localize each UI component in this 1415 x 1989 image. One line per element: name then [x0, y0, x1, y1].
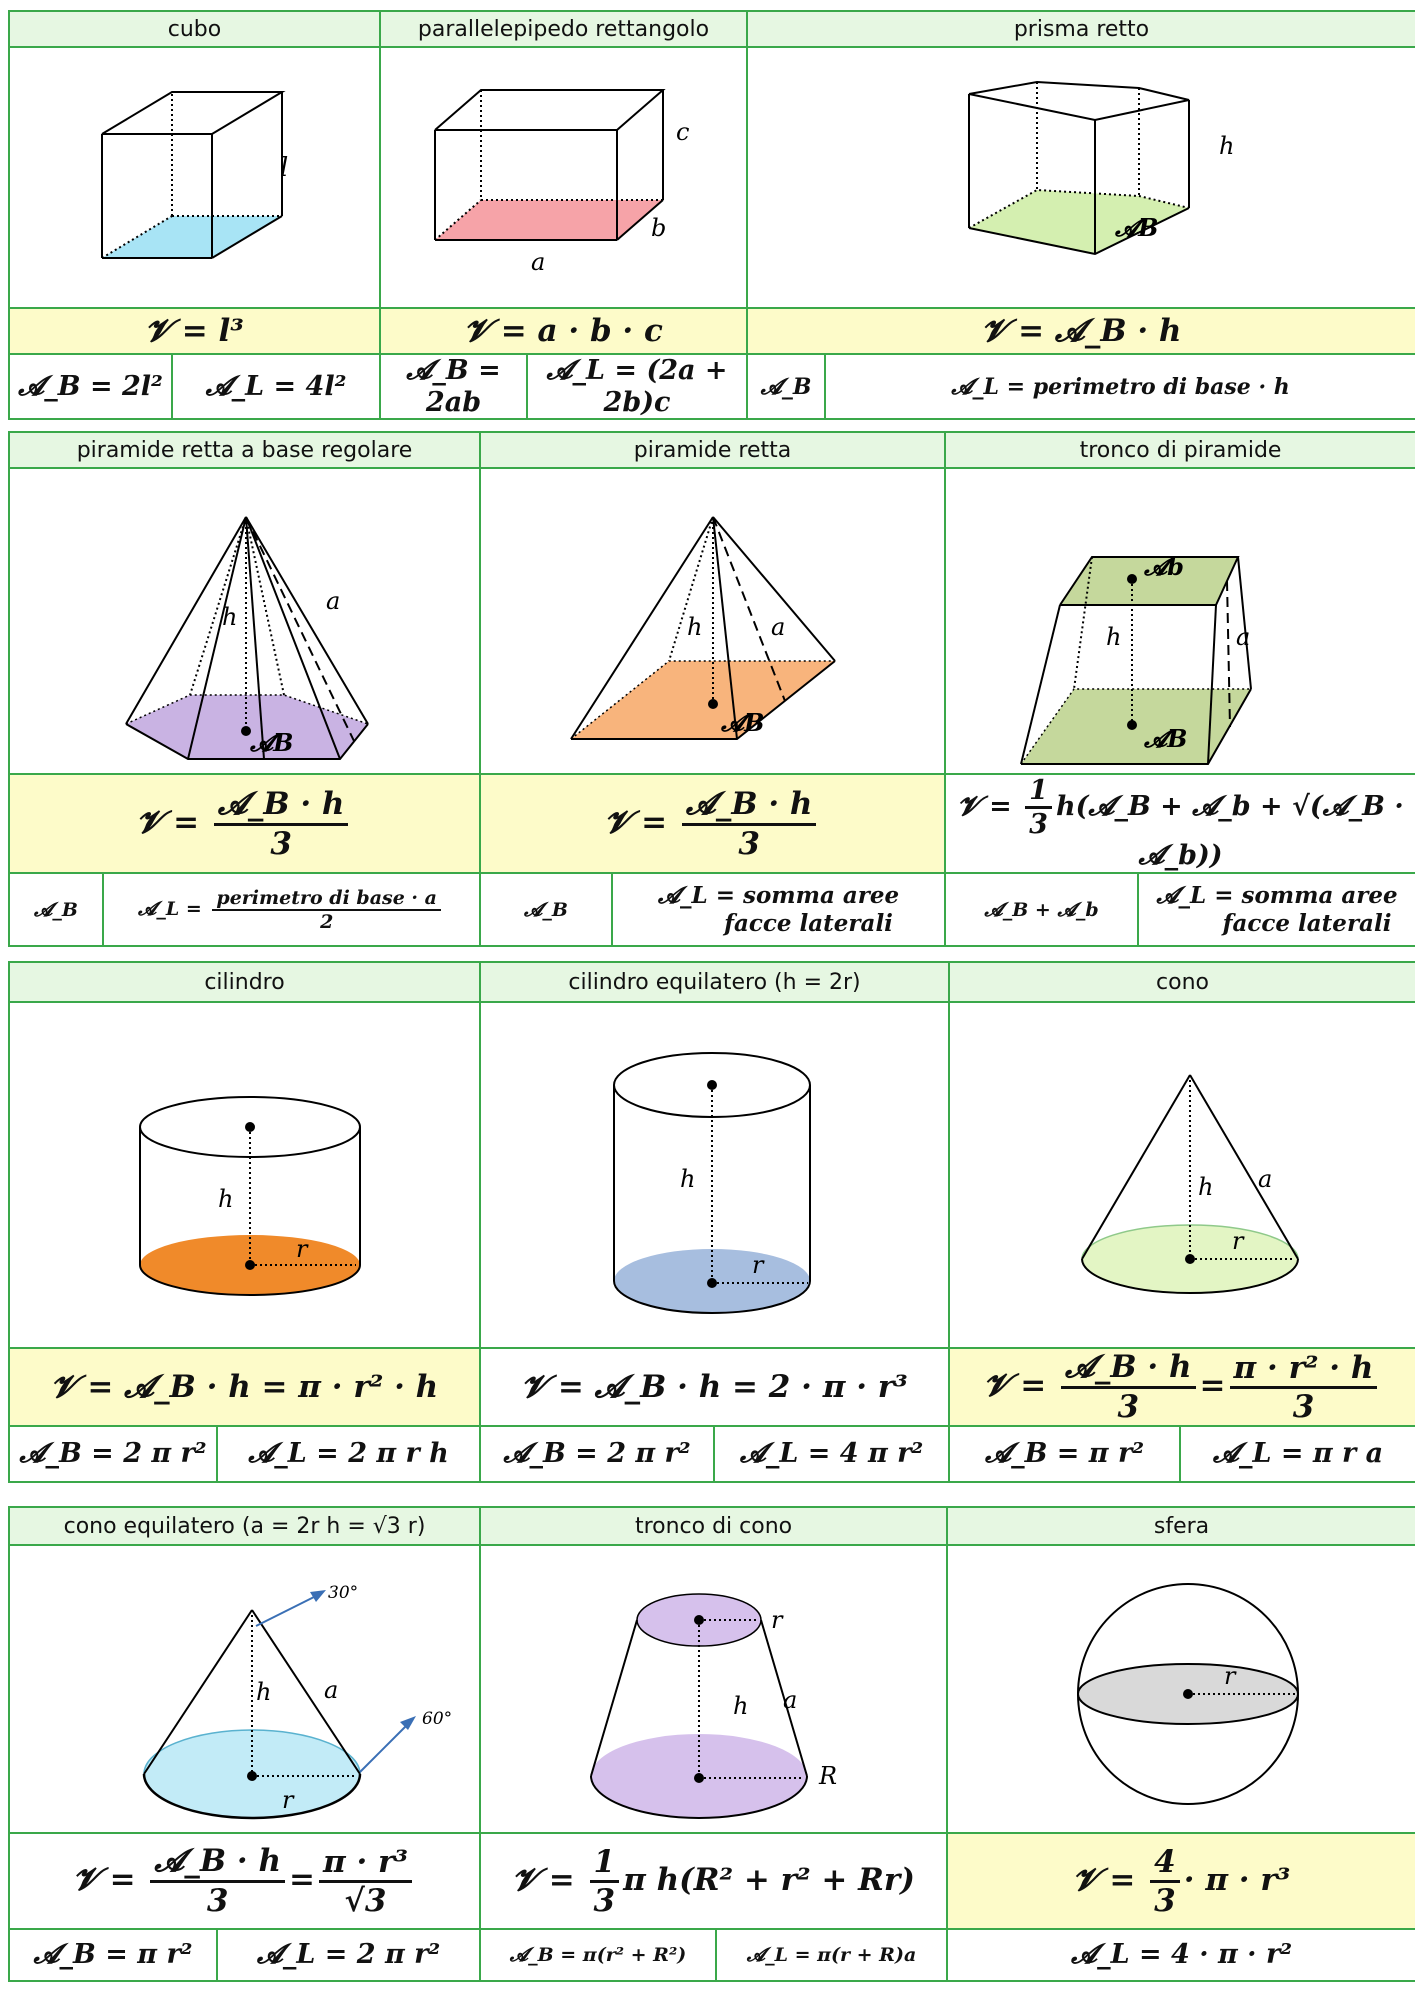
label-a: a: [1236, 623, 1250, 651]
figure-hex-pyramid: h a 𝓐B: [8, 467, 481, 775]
area-base-cylinder: 𝓐_B = 2 π r²: [8, 1425, 218, 1483]
label-60deg: 60°: [422, 1709, 452, 1729]
label-a: a: [531, 248, 545, 276]
label-h: h: [222, 603, 237, 631]
label-Ab: 𝓐b: [1143, 552, 1184, 581]
volume-prism: 𝓥 = 𝓐_B · h: [746, 307, 1415, 355]
area-base-prism: 𝓐_B: [746, 353, 826, 420]
area-base-eq-cylinder: 𝓐_B = 2 π r²: [479, 1425, 715, 1483]
label-h: h: [687, 613, 702, 641]
area-lateral-cone-frustum: 𝓐_L = π(r + R)a: [715, 1928, 949, 1982]
block-cones-sphere: cono equilatero (a = 2r h = √3 r) tronco…: [7, 1506, 1415, 1982]
area-lateral-cube: 𝓐_L = 4l²: [171, 353, 381, 420]
figure-cone: h a r: [948, 1001, 1415, 1349]
figure-cylinder: h r: [8, 1001, 481, 1349]
block-cylinders: cilindro cilindro equilatero (h = 2r) co…: [8, 961, 1415, 1483]
header-cilindro: cilindro: [8, 961, 481, 1003]
area-sphere: 𝓐_L = 4 · π · r²: [946, 1928, 1415, 1982]
figure-pyramid-frustum: h a 𝓐b 𝓐B: [944, 467, 1415, 775]
label-AB: 𝓐B: [249, 728, 293, 757]
label-h: h: [733, 1692, 748, 1720]
block-pyramids: piramide retta a base regolare piramide …: [8, 431, 1415, 947]
label-r: r: [282, 1786, 295, 1814]
figure-prism: h 𝓐B: [746, 46, 1415, 309]
label-AB: 𝓐B: [1143, 724, 1187, 753]
area-lateral-box: 𝓐_L = (2a + 2b)c: [526, 353, 748, 420]
area-lateral-eq-cylinder: 𝓐_L = 4 π r²: [712, 1425, 951, 1483]
header-sfera: sfera: [946, 1506, 1415, 1546]
label-h: h: [680, 1165, 695, 1193]
area-lateral-cylinder: 𝓐_L = 2 π r h: [216, 1425, 481, 1483]
volume-eq-cylinder: 𝓥 = 𝓐_B · h = 2 · π · r³: [478, 1347, 951, 1427]
figure-eq-cone: 30° 60° h a r: [7, 1544, 482, 1834]
label-r: r: [1232, 1227, 1245, 1255]
label-a: a: [326, 587, 340, 615]
volume-box: 𝓥 = a · b · c: [379, 307, 748, 355]
label-30deg: 30°: [328, 1583, 358, 1603]
block-prisms: cubo parallelepipedo rettangolo prisma r…: [8, 10, 1415, 420]
label-a: a: [771, 613, 785, 641]
area-base-hex: 𝓐_B: [8, 872, 104, 947]
figure-square-pyramid: h a 𝓐B: [478, 467, 947, 775]
area-base-box: 𝓐_B = 2ab: [379, 353, 528, 420]
label-b: b: [651, 214, 666, 242]
volume-cube: 𝓥 = l³: [8, 307, 381, 355]
area-base-cone: 𝓐_B = π r²: [948, 1425, 1182, 1483]
label-h: h: [1219, 132, 1234, 160]
label-c: c: [676, 118, 689, 146]
area-lateral-eq-cone: 𝓐_L = 2 π r²: [215, 1928, 482, 1982]
label-h: h: [1106, 623, 1121, 651]
header-parallelepipedo: parallelepipedo rettangolo: [379, 10, 748, 48]
area-base-cube: 𝓐_B = 2l²: [8, 353, 173, 420]
header-piramide-retta: piramide retta: [478, 431, 947, 469]
label-a: a: [783, 1686, 797, 1714]
label-r: r: [296, 1235, 309, 1263]
figure-eq-cylinder: h r: [478, 1001, 951, 1349]
label-AB: 𝓐B: [1114, 213, 1158, 242]
figure-box: c b a: [379, 46, 748, 309]
figure-cube: l: [8, 46, 381, 309]
volume-cylinder: 𝓥 = 𝓐_B · h = π · r² · h: [8, 1347, 481, 1427]
label-h: h: [1198, 1173, 1213, 1201]
figure-cone-frustum: r a h R: [479, 1544, 949, 1834]
area-lateral-prism: 𝓐_L = perimetro di base · h: [824, 353, 1415, 420]
label-r: r: [771, 1606, 784, 1634]
label-a: a: [324, 1676, 338, 1704]
label-a: a: [1258, 1165, 1272, 1193]
label-AB: 𝓐B: [720, 708, 764, 737]
label-l: l: [280, 153, 288, 183]
area-lateral-cone: 𝓐_L = π r a: [1179, 1425, 1415, 1483]
label-h: h: [218, 1185, 233, 1213]
label-r: r: [1224, 1662, 1237, 1690]
header-cilindro-equilatero: cilindro equilatero (h = 2r): [478, 961, 951, 1003]
header-cono: cono: [948, 961, 1415, 1003]
header-piramide-regolare: piramide retta a base regolare: [8, 431, 481, 469]
header-cubo: cubo: [8, 10, 381, 48]
label-R: R: [818, 1762, 837, 1790]
area-base-cone-frustum: 𝓐_B = π(r² + R²): [479, 1928, 718, 1982]
area-base-eq-cone: 𝓐_B = π r²: [8, 1928, 218, 1982]
label-r: r: [752, 1251, 765, 1279]
header-tronco-piramide: tronco di piramide: [944, 431, 1415, 469]
header-cono-equilatero: cono equilatero (a = 2r h = √3 r): [7, 1506, 482, 1546]
area-base-square: 𝓐_B: [479, 872, 613, 947]
figure-sphere: r: [946, 1544, 1415, 1834]
header-prisma: prisma retto: [746, 10, 1415, 48]
area-base-frustum: 𝓐_B + 𝓐_b: [944, 872, 1140, 947]
header-tronco-cono: tronco di cono: [479, 1506, 949, 1546]
label-h: h: [256, 1678, 271, 1706]
